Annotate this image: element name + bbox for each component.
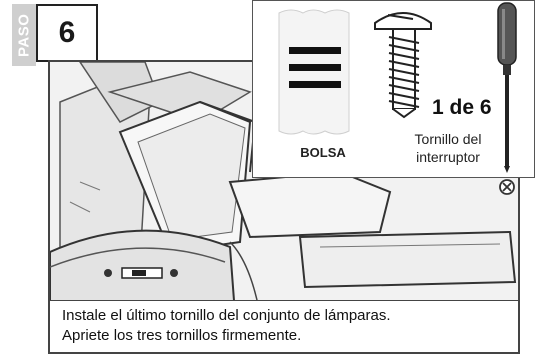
screw-icon [374,12,432,119]
screwdriver-icon [497,2,517,173]
step-label-text: PASO [15,13,33,57]
parts-drawing [278,2,517,173]
part-name: Tornillo del interruptor [398,130,498,166]
caption-line1: Instale el último tornillo del conjunto … [62,307,391,324]
fixture-drawing [50,62,517,310]
step-number: 6 [36,4,98,62]
no-tool-icon [499,179,515,195]
part-name-line2: interruptor [416,149,480,165]
step-label: PASO [12,4,36,66]
quantity-label: 1 de 6 [432,96,492,119]
instruction-caption: Instale el último tornillo del conjunto … [48,300,520,354]
parts-inset [252,0,535,178]
part-name-line1: Tornillo del [414,131,482,147]
caption-line2: Apriete los tres tornillos firmemente. [62,327,302,344]
bag-label: BOLSA [300,145,346,160]
bag-icon [278,9,350,135]
